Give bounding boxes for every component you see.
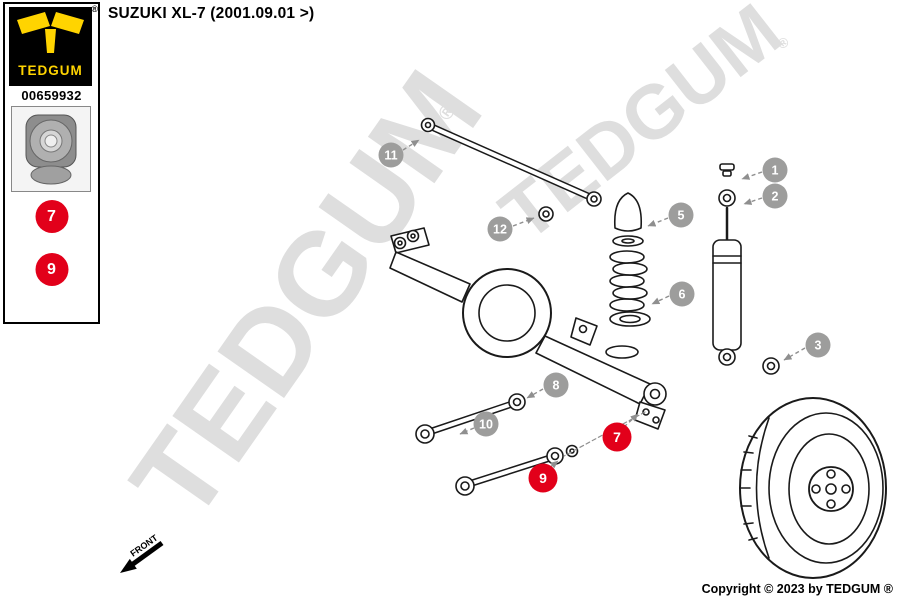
callout-3: 3 xyxy=(805,332,831,358)
callout-12: 12 xyxy=(487,216,513,242)
registered-mark: ® xyxy=(91,4,98,14)
callout-11: 11 xyxy=(378,142,404,168)
page-title: SUZUKI XL-7 (2001.09.01 >) xyxy=(108,5,315,22)
product-info-panel: TEDGUM ® 00659932 7 9 xyxy=(3,2,100,324)
svg-text:5: 5 xyxy=(678,209,685,223)
copyright-notice: Copyright © 2023 by TEDGUM ® xyxy=(701,582,893,596)
callout-9: 9 xyxy=(528,463,558,493)
svg-text:TEDGUM: TEDGUM xyxy=(18,63,83,78)
svg-text:3: 3 xyxy=(815,339,822,353)
shock-absorber xyxy=(712,163,780,375)
svg-text:9: 9 xyxy=(539,470,547,486)
coil-spring-stack xyxy=(609,192,651,327)
svg-text:2: 2 xyxy=(772,190,779,204)
svg-text:12: 12 xyxy=(493,223,507,237)
svg-text:6: 6 xyxy=(679,288,686,302)
suspension-drawing xyxy=(389,117,887,579)
callout-7: 7 xyxy=(602,422,632,452)
svg-text:8: 8 xyxy=(553,379,560,393)
brand-logo: TEDGUM xyxy=(9,7,92,86)
part-photo xyxy=(11,106,91,192)
callout-6: 6 xyxy=(669,281,695,307)
position-badge-9: 9 xyxy=(35,253,68,286)
part-number: 00659932 xyxy=(21,88,82,103)
svg-text:7: 7 xyxy=(613,429,621,445)
arrow-head-icon xyxy=(120,558,137,573)
tedgum-logo-icon: TEDGUM xyxy=(9,7,92,86)
wheel xyxy=(739,397,887,579)
callout-10: 10 xyxy=(473,411,499,437)
lateral-rod xyxy=(420,117,602,222)
callout-1: 1 xyxy=(762,157,788,183)
trailing-arms xyxy=(415,393,646,496)
callout-arrows xyxy=(402,139,806,469)
callout-2: 2 xyxy=(762,183,788,209)
svg-text:10: 10 xyxy=(479,418,493,432)
callouts: 1 2 3 5 6 7 8 9 10 11 12 xyxy=(378,142,831,493)
bushing-photo-icon xyxy=(12,107,90,191)
axle-housing xyxy=(389,227,667,430)
callout-5: 5 xyxy=(668,202,694,228)
position-badge-7: 7 xyxy=(35,200,68,233)
svg-text:11: 11 xyxy=(384,149,397,163)
front-direction-arrow: FRONT xyxy=(120,532,164,573)
tedgum-watermark: TEDGUM ® TEDGUM ® xyxy=(106,0,797,543)
svg-text:1: 1 xyxy=(772,164,779,178)
callout-8: 8 xyxy=(543,372,569,398)
